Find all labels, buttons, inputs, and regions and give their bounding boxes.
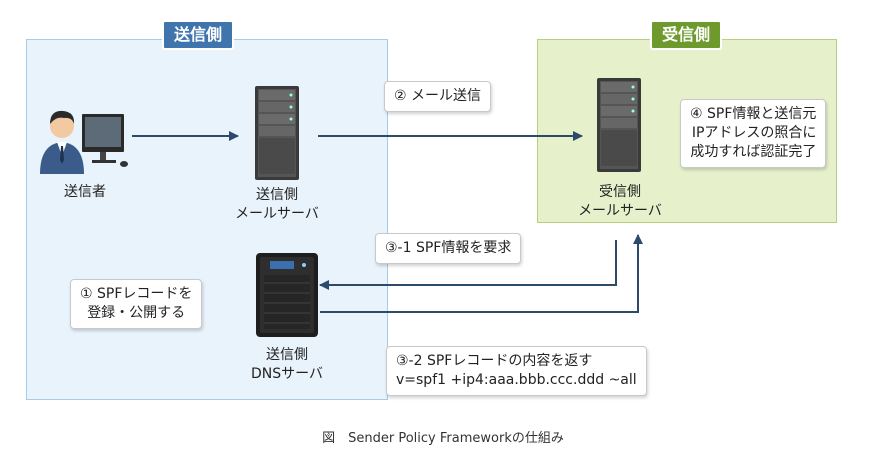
callout-spf-response: ③-2 SPFレコードの内容を返す v=spf1 +ip4:aaa.bbb.cc… [386,346,647,396]
sender-zone [26,39,388,400]
arrow-spf-response [320,234,643,313]
server-tower-icon [255,86,299,180]
receiver-server-icon [597,78,641,172]
callout-mail-send: ② メール送信 [384,81,492,112]
user-computer-icon [34,106,134,176]
receiver-zone-title: 受信側 [650,20,723,50]
sender-server-label: 送信側 メールサーバ [235,187,319,222]
callout-spf-verify: ④ SPF情報と送信元 IPアドレスの照合に 成功すれば認証完了 [680,99,827,168]
sender-zone-title: 送信側 [162,20,235,50]
dns-server-icon [256,253,318,337]
receiver-server-label: 受信側 メールサーバ [578,184,662,219]
arrow-spf-request [319,240,617,290]
callout-spf-request: ③-1 SPF情報を要求 [375,233,522,264]
callout-spf-register: ① SPFレコードを 登録・公開する [70,279,203,329]
figure-caption: 図 Sender Policy Frameworkの仕組み [322,431,564,446]
dns-server-label: 送信側 DNSサーバ [251,347,323,382]
sender-label: 送信者 [64,184,106,200]
